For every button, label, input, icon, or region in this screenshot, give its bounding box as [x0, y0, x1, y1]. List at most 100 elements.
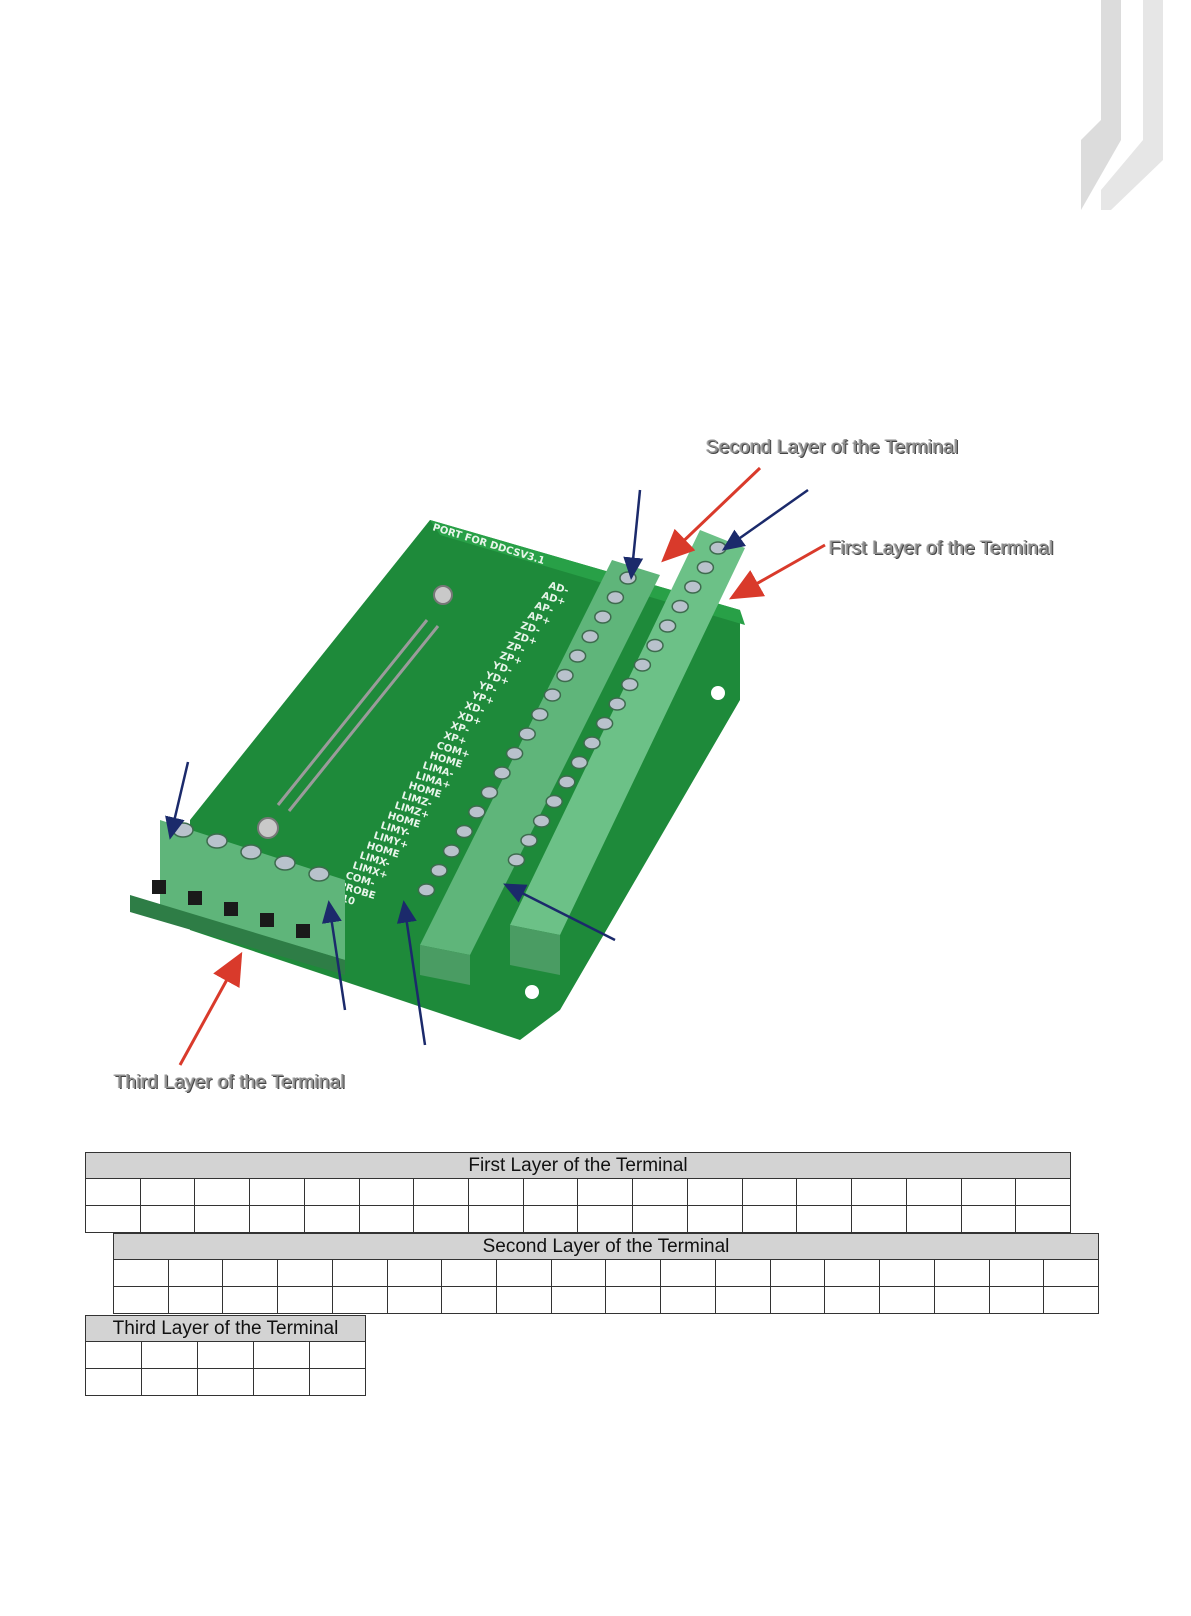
table-cell — [879, 1259, 935, 1287]
terminal-screw — [633, 658, 652, 672]
table-cell — [197, 1368, 254, 1396]
table-cell — [605, 1259, 662, 1287]
table-cell — [277, 1259, 333, 1287]
callout-third-layer: Third Layer of the Terminal — [114, 1072, 346, 1093]
table-cell — [1015, 1178, 1071, 1206]
table-cell — [1043, 1259, 1099, 1287]
table-cell — [85, 1178, 141, 1206]
table-cell — [686, 1205, 743, 1233]
third-layer-table-title: Third Layer of the Terminal — [85, 1315, 366, 1342]
second-layer-table: Second Layer of the Terminal — [113, 1233, 1099, 1314]
table-cell — [741, 1205, 798, 1233]
table-cell — [309, 1368, 366, 1396]
pointer-third-left — [165, 761, 190, 840]
table-cell — [113, 1259, 169, 1287]
terminal-screw — [240, 844, 262, 860]
terminal-screw — [696, 560, 715, 575]
pointer-second-bottom — [396, 900, 427, 1046]
terminal-screw — [608, 697, 626, 711]
table-cell — [358, 1178, 415, 1206]
terminal-screw — [621, 677, 639, 692]
pointer-third-right — [321, 900, 347, 1011]
terminal-screw — [671, 599, 689, 614]
terminal-screw — [505, 746, 524, 761]
terminal-screw — [507, 853, 526, 867]
arrow-first-layer — [728, 543, 826, 600]
table-cell — [249, 1178, 305, 1206]
table-cell — [386, 1259, 443, 1287]
terminal-screw — [274, 855, 296, 871]
terminal-block-second-layer — [420, 560, 660, 985]
pointer-first-top — [721, 488, 809, 551]
table-cell — [468, 1178, 524, 1206]
table-cell — [253, 1341, 310, 1369]
table-cell — [222, 1259, 279, 1287]
table-cell — [960, 1205, 1017, 1233]
table-cell — [550, 1259, 607, 1287]
table-cell — [660, 1286, 716, 1314]
table-cell — [741, 1178, 798, 1206]
table-cell — [441, 1259, 498, 1287]
pcb-pin-labels: AD-AD+AP-AP+ZD-ZD+ZP-ZP+YD-YD+YP-YP+XD-X… — [330, 580, 570, 908]
pointer-first-bottom — [503, 883, 616, 942]
arrow-third-layer — [178, 951, 243, 1066]
terminal-wire-slot — [260, 913, 274, 927]
terminal-screw — [532, 814, 551, 828]
table-row — [85, 1205, 1071, 1233]
table-row — [85, 1341, 366, 1369]
second-layer-table-title: Second Layer of the Terminal — [113, 1233, 1099, 1260]
table-row — [113, 1286, 1099, 1314]
pcb-pin-label: AP- — [533, 600, 554, 616]
terminal-screw — [658, 619, 677, 633]
pcb-pin-label: YP- — [476, 680, 498, 696]
table-cell — [167, 1286, 224, 1314]
table-cell — [824, 1286, 881, 1314]
table-cell — [253, 1368, 310, 1396]
terminal-screw — [556, 668, 574, 683]
table-cell — [331, 1286, 388, 1314]
pcb-pin-label: ZP- — [505, 640, 526, 656]
screw-top — [433, 585, 453, 605]
table-cell — [522, 1178, 579, 1206]
table-cell — [905, 1178, 962, 1206]
table-cell — [194, 1178, 251, 1206]
terminal-screw — [518, 727, 536, 741]
first-layer-table-title: First Layer of the Terminal — [85, 1152, 1071, 1179]
table-cell — [303, 1205, 360, 1233]
terminal-screw — [172, 822, 194, 838]
table-cell — [194, 1205, 251, 1233]
table-cell — [769, 1286, 826, 1314]
table-cell — [441, 1286, 498, 1314]
table-cell — [167, 1259, 224, 1287]
table-cell — [141, 1368, 198, 1396]
table-cell — [496, 1286, 552, 1314]
table-cell — [632, 1178, 688, 1206]
pointer-second-top — [623, 489, 644, 580]
screw-bottom — [257, 817, 279, 839]
table-cell — [824, 1259, 881, 1287]
terminal-screws — [417, 541, 727, 897]
table-cell — [714, 1259, 771, 1287]
terminal-screw — [646, 638, 664, 653]
table-row — [85, 1368, 366, 1396]
table-cell — [1043, 1286, 1099, 1314]
terminal-wire-slot — [188, 891, 202, 905]
table-cell — [960, 1178, 1017, 1206]
terminal-screw — [493, 766, 511, 780]
terminal-screw — [308, 866, 330, 882]
terminal-wire-slot — [152, 880, 166, 894]
table-cell — [988, 1259, 1045, 1287]
table-cell — [141, 1341, 198, 1369]
pcb-pin-label: XP- — [449, 720, 470, 736]
terminal-screw — [568, 649, 587, 663]
table-cell — [1015, 1205, 1071, 1233]
header-pins — [276, 619, 440, 812]
table-cell — [522, 1205, 579, 1233]
terminal-screw — [531, 707, 549, 722]
table-cell — [277, 1286, 333, 1314]
terminal-screw — [709, 541, 727, 555]
third-layer-table: Third Layer of the Terminal — [85, 1315, 366, 1396]
terminal-screw — [480, 785, 499, 800]
table-cell — [113, 1286, 169, 1314]
terminal-block-first-layer — [510, 530, 745, 975]
